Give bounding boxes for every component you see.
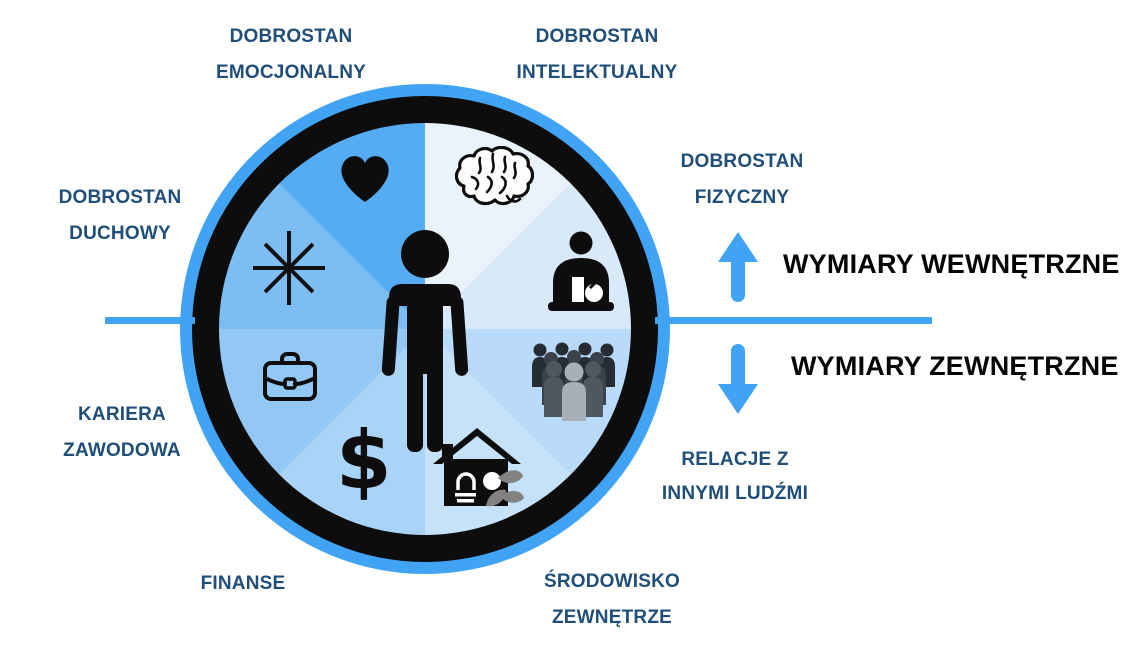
up-arrow-icon: [718, 232, 758, 302]
heart-icon: [341, 156, 389, 202]
axis-line-right: [655, 317, 932, 324]
label-environment: ŚRODOWISKO ZEWNĘTRZE: [543, 571, 681, 628]
dollar-icon: $: [336, 414, 392, 507]
person-eating-icon: [548, 231, 614, 311]
house-leaves-icon: [433, 428, 524, 507]
brain-icon: [454, 146, 534, 206]
label-internal-dimensions: WYMIARY WEWNĘTRZNE: [783, 249, 1120, 279]
label-external-dimensions: WYMIARY ZEWNĘTRZNE: [791, 351, 1119, 381]
label-intellectual: DOBROSTAN INTELEKTUALNY: [516, 26, 678, 83]
axis-line-left: [105, 317, 195, 324]
label-relations: RELACJE Z INNYMI LUDŹMI: [661, 449, 809, 504]
person-icon: [381, 230, 469, 452]
label-physical: DOBROSTAN FIZYCZNY: [680, 151, 804, 208]
label-finance: FINANSE: [200, 573, 286, 594]
people-group-icon: [532, 342, 615, 421]
star-icon: [253, 231, 325, 305]
label-spiritual: DOBROSTAN DUCHOWY: [58, 187, 182, 244]
label-career: KARIERA ZAWODOWA: [63, 404, 181, 461]
down-arrow-icon: [718, 344, 758, 414]
label-emotional: DOBROSTAN EMOCJONALNY: [216, 26, 366, 83]
briefcase-icon: [263, 352, 317, 401]
